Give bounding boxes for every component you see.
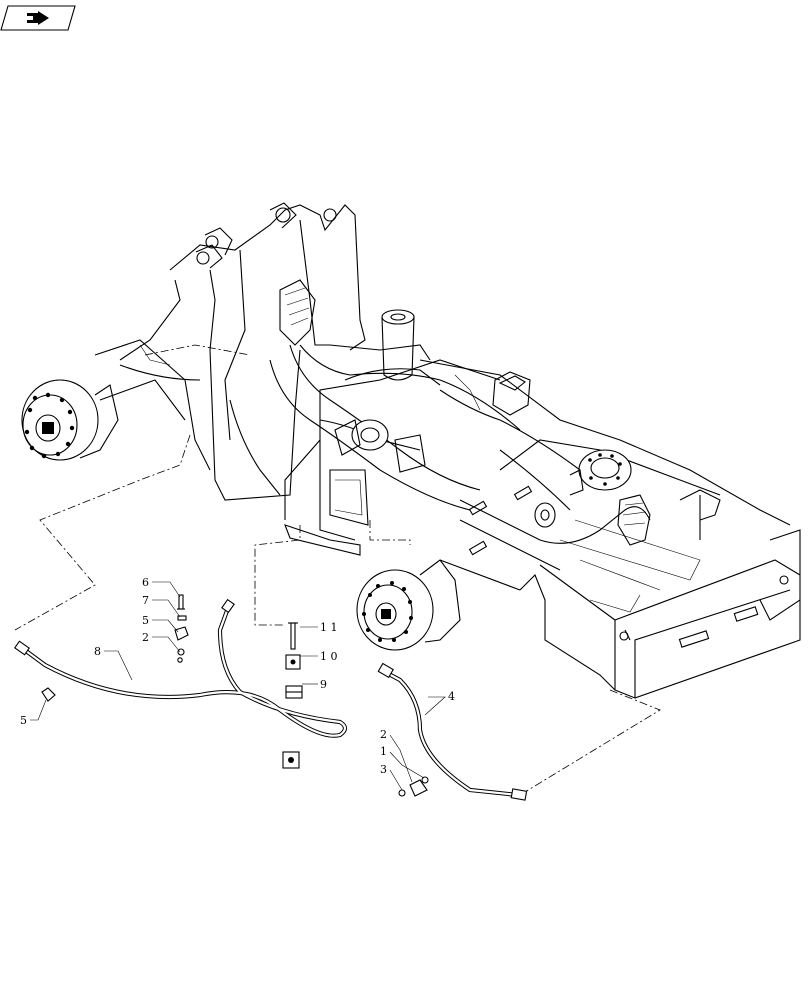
callout-4: 4 <box>448 690 455 703</box>
callout-leaders <box>30 581 446 791</box>
callout-11: 1 1 <box>320 621 338 634</box>
callout-2-right: 2 <box>380 728 387 741</box>
callout-8: 8 <box>94 645 101 658</box>
right-rear-wheel-hub <box>569 449 632 496</box>
vertical-cylinder <box>381 309 415 381</box>
left-wheel-hub <box>21 379 119 461</box>
hose-assembly-part-8 <box>14 598 348 738</box>
clamp-hardware-stack-right <box>398 776 429 797</box>
hand-pointer-icon <box>27 11 49 25</box>
clamp-hardware-stack-left <box>174 594 189 663</box>
clamp-hardware-stack-center <box>282 622 303 769</box>
callout-5-upper: 5 <box>142 614 149 627</box>
chassis-frame <box>21 202 801 699</box>
assembly-leader-lines <box>14 344 661 796</box>
hose-assembly-part-4 <box>377 662 528 801</box>
hydraulic-lines <box>119 279 651 571</box>
callout-6: 6 <box>142 576 149 589</box>
callout-7: 7 <box>142 594 149 607</box>
callout-3-right: 3 <box>380 763 387 776</box>
callout-2-left: 2 <box>142 631 149 644</box>
nav-badge-button[interactable] <box>0 5 76 31</box>
callout-labels: 6 7 5 2 8 5 1 1 1 0 9 4 2 1 3 <box>20 576 455 776</box>
callout-5-lower: 5 <box>20 714 27 727</box>
callout-1-right: 1 <box>380 745 387 758</box>
callout-10: 1 0 <box>320 650 338 663</box>
right-front-wheel-hub <box>356 559 521 651</box>
callout-9: 9 <box>320 678 327 691</box>
